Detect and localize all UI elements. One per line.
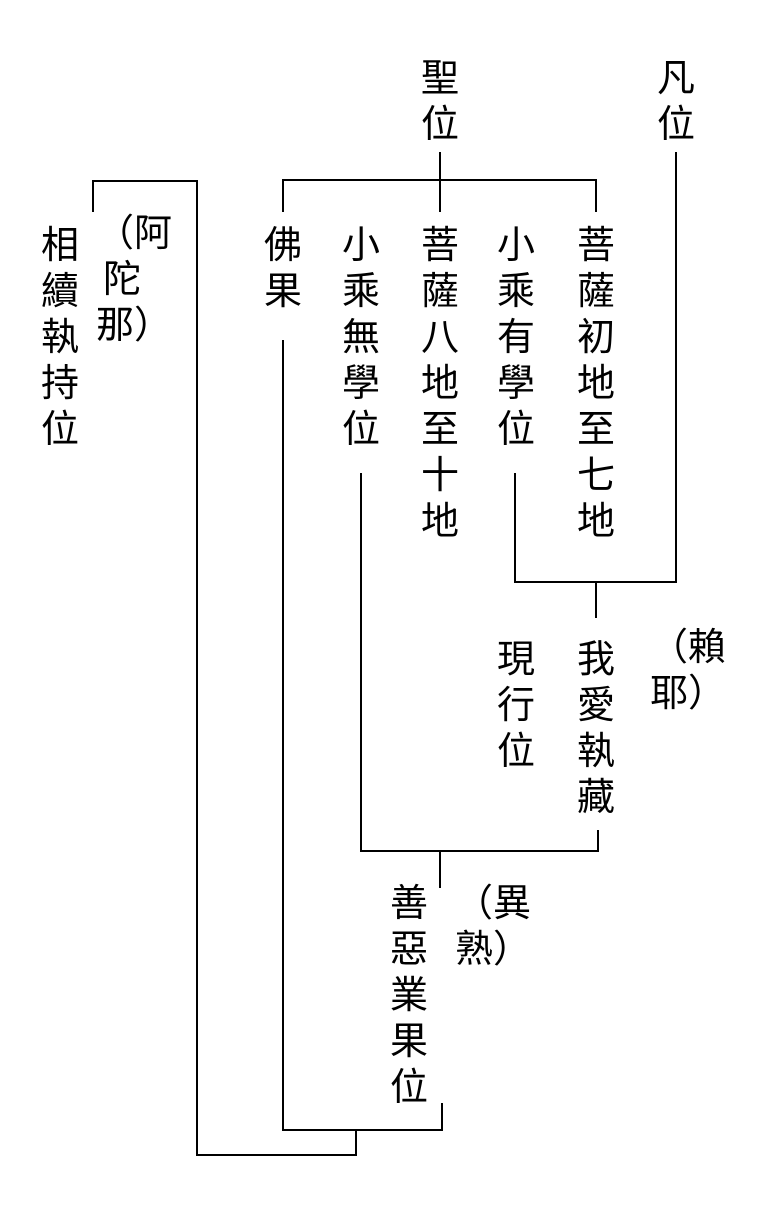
stage-bodhisattva-1-7: 菩薩初地至七地 [576,223,615,543]
laiye-name: （賴耶） [650,625,727,715]
manifest-stage-label: 現行位 [496,637,535,773]
stage-lesser-vehicle-learning: 小乘有學位 [496,223,535,451]
sage-heading: 聖位 [420,56,459,146]
self-love-store-label: 我愛執藏 [576,637,615,819]
adana-name: （阿陀那） [96,211,173,347]
stage-buddha-fruit: 佛果 [263,223,302,313]
sage-bracket [282,179,597,212]
vipaka-bracket [282,340,443,1131]
alaya-loop [92,180,357,1156]
continuity-holding-label: 相續執持位 [40,223,79,451]
stage-bodhisattva-8-10: 菩薩八地至十地 [420,223,459,543]
stage-lesser-vehicle-no-learning: 小乘無學位 [341,223,380,451]
karma-fruit-label: 善惡業果位 [389,881,428,1109]
ordinary-heading: 凡位 [656,56,695,146]
laiye-bracket [360,473,599,852]
vipaka-name: （異熟） [455,881,532,971]
